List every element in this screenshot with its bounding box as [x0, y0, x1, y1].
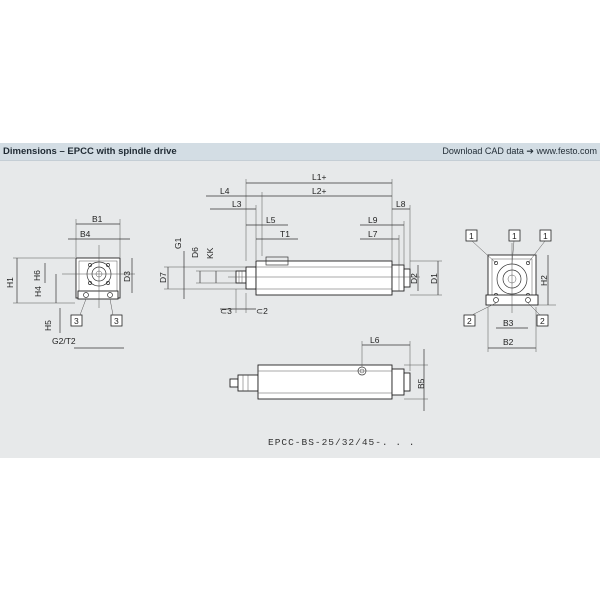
bottom-view: L6 B5: [229, 335, 428, 411]
dim-c3-label: ⊂3: [220, 306, 232, 316]
dim-h2-label: H2: [539, 275, 549, 286]
dim-h6-label: H6: [32, 270, 42, 281]
dim-l5-label: L5: [266, 215, 276, 225]
dim-g2t2-label: G2/T2: [52, 336, 76, 346]
dim-l6-label: L6: [370, 335, 380, 345]
download-cad-link[interactable]: Download CAD data ➔ www.festo.com: [442, 146, 597, 156]
dim-h4-label: H4: [33, 286, 43, 297]
dim-t1-label: T1: [280, 229, 290, 239]
dim-b2-label: B2: [503, 337, 514, 347]
dim-l7-label: L7: [368, 229, 378, 239]
dim-b3-label: B3: [503, 318, 514, 328]
section-title: Dimensions – EPCC with spindle drive: [3, 146, 177, 157]
dim-l8-label: L8: [396, 199, 406, 209]
dim-l2-label: L2+: [312, 186, 326, 196]
dim-b4-label: B4: [80, 229, 91, 239]
dim-d2-label: D2: [409, 273, 419, 284]
dim-l4-label: L4: [220, 186, 230, 196]
dim-d6-label: D6: [190, 247, 200, 258]
dim-l1-label: L1+: [312, 172, 326, 182]
callout-2-right: 2: [540, 316, 545, 326]
section-header: Dimensions – EPCC with spindle drive Dow…: [0, 143, 600, 161]
callout-3-right: 3: [114, 316, 119, 326]
dim-h5-label: H5: [43, 320, 53, 331]
dim-l3-label: L3: [232, 199, 242, 209]
dim-kk-label: KK: [205, 247, 215, 259]
dim-d7-label: D7: [158, 272, 168, 283]
dim-l9-label: L9: [368, 215, 378, 225]
model-caption: EPCC-BS-25/32/45-. . .: [268, 437, 415, 448]
callout-2-left: 2: [467, 316, 472, 326]
callout-1-left: 1: [469, 231, 474, 241]
dim-d3-label: D3: [122, 271, 132, 282]
dim-b5-label: B5: [416, 378, 426, 389]
dim-c2-label: ⊂2: [256, 306, 268, 316]
callout-3-left: 3: [74, 316, 79, 326]
drawing-sheet: Dimensions – EPCC with spindle drive Dow…: [0, 143, 600, 458]
dim-d1-label: D1: [429, 273, 439, 284]
side-view: L1+ L2+ L4 L3 L5 T1 L8 L9: [158, 172, 442, 316]
end-view-right: 1 1 1 2 2 H2 B3 B2: [463, 229, 556, 352]
callout-1-right: 1: [543, 231, 548, 241]
dim-h1-label: H1: [5, 277, 15, 288]
dim-g1-label: G1: [173, 237, 183, 249]
callout-1-middle: 1: [512, 231, 517, 241]
end-view-left: B1 B4 H1 H6 H4 H5 D3 G2/T2 3 3: [5, 214, 135, 349]
dim-b1-label: B1: [92, 214, 103, 224]
dimension-drawing: B1 B4 H1 H6 H4 H5 D3 G2/T2 3 3: [5, 172, 556, 448]
